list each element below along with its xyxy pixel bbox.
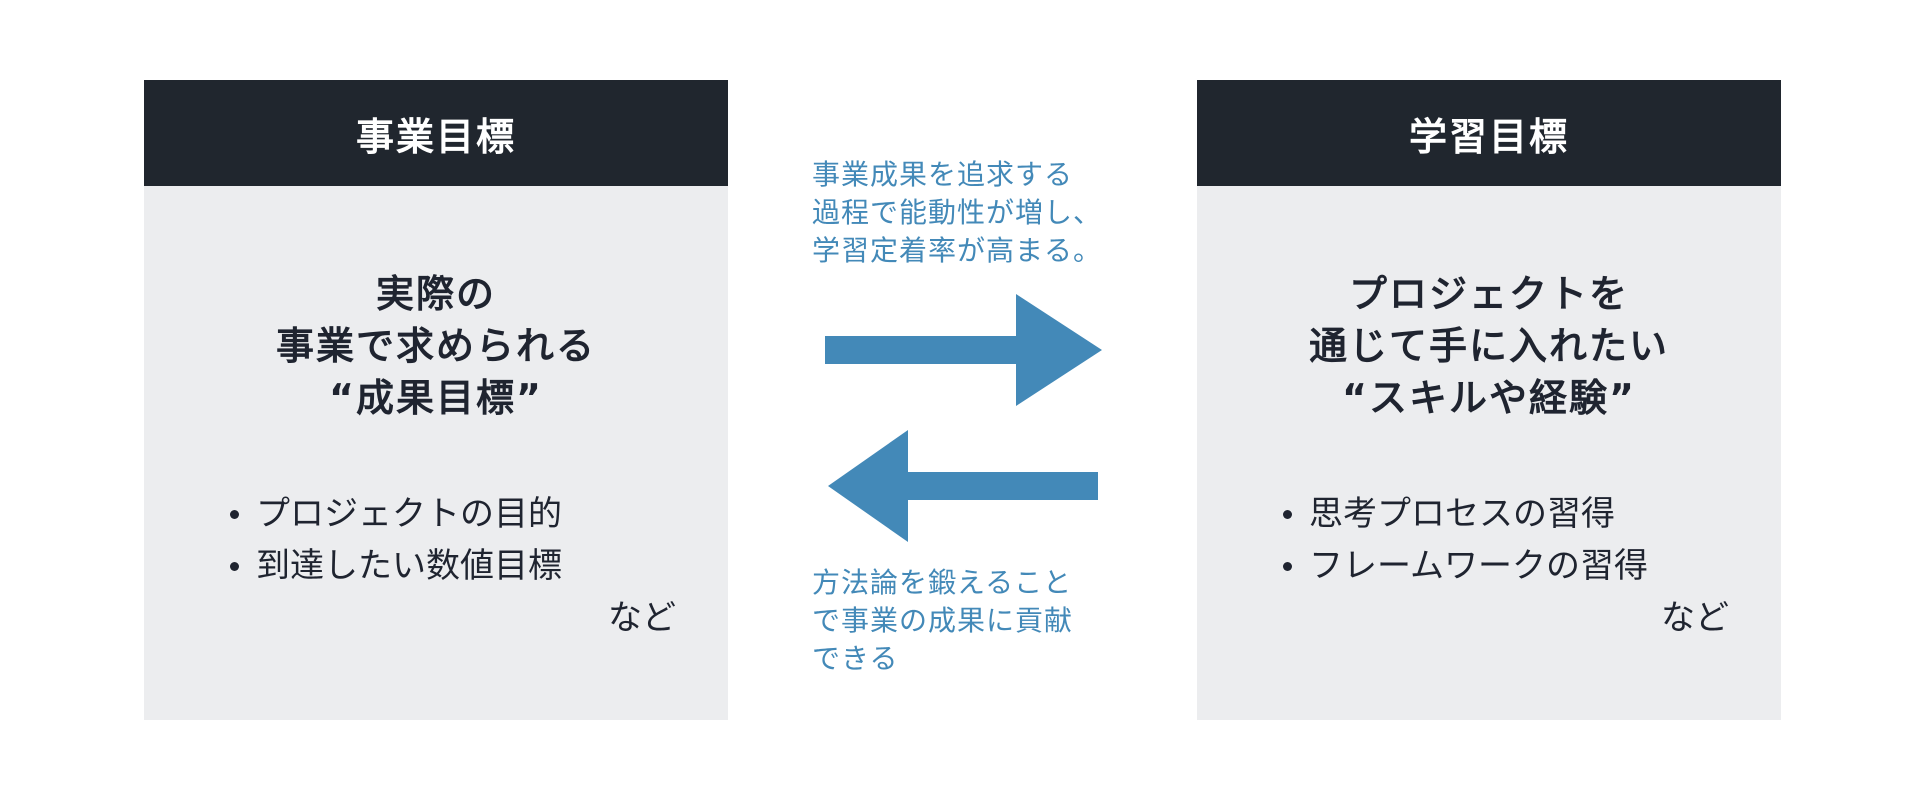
business-goal-panel: 事業目標 実際の 事業で求められる “成果目標” プロジェクトの目的 到達したい… bbox=[144, 80, 728, 720]
headline-line: プロジェクトを bbox=[1348, 272, 1629, 316]
caption-line: 過程で能動性が増し、 bbox=[812, 196, 1103, 229]
bullet-item: 思考プロセスの習得 bbox=[1277, 488, 1737, 540]
headline-line: “成果目標” bbox=[329, 376, 543, 420]
bottom-caption: 方法論を鍛えること で事業の成果に貢献 できる bbox=[812, 564, 1132, 678]
caption-line: 学習定着率が高まる。 bbox=[812, 234, 1103, 267]
caption-line: できる bbox=[812, 642, 899, 675]
business-goal-bullets: プロジェクトの目的 到達したい数値目標 bbox=[224, 488, 684, 592]
headline-line: 通じて手に入れたい bbox=[1308, 324, 1669, 368]
caption-line: 事業成果を追求する bbox=[812, 158, 1074, 191]
business-goal-header: 事業目標 bbox=[144, 80, 728, 186]
learning-goal-headline: プロジェクトを 通じて手に入れたい “スキルや経験” bbox=[1197, 268, 1781, 424]
learning-goal-panel: 学習目標 プロジェクトを 通じて手に入れたい “スキルや経験” 思考プロセスの習… bbox=[1197, 80, 1781, 720]
top-caption: 事業成果を追求する 過程で能動性が増し、 学習定着率が高まる。 bbox=[812, 156, 1132, 270]
etc-label: など bbox=[1661, 598, 1729, 638]
learning-goal-bullets: 思考プロセスの習得 フレームワークの習得 bbox=[1277, 488, 1737, 592]
bullet-item: プロジェクトの目的 bbox=[224, 488, 684, 540]
caption-line: で事業の成果に貢献 bbox=[812, 604, 1074, 637]
learning-goal-header: 学習目標 bbox=[1197, 80, 1781, 186]
arrow-left-icon bbox=[828, 430, 1098, 542]
headline-line: 事業で求められる bbox=[275, 324, 596, 368]
headline-line: 実際の bbox=[375, 272, 496, 316]
headline-line: “スキルや経験” bbox=[1342, 376, 1636, 420]
business-goal-headline: 実際の 事業で求められる “成果目標” bbox=[144, 268, 728, 424]
etc-label: など bbox=[608, 598, 676, 638]
arrow-right-icon bbox=[825, 294, 1102, 406]
caption-line: 方法論を鍛えること bbox=[812, 566, 1073, 599]
bullet-item: フレームワークの習得 bbox=[1277, 540, 1737, 592]
bullet-item: 到達したい数値目標 bbox=[224, 540, 684, 592]
